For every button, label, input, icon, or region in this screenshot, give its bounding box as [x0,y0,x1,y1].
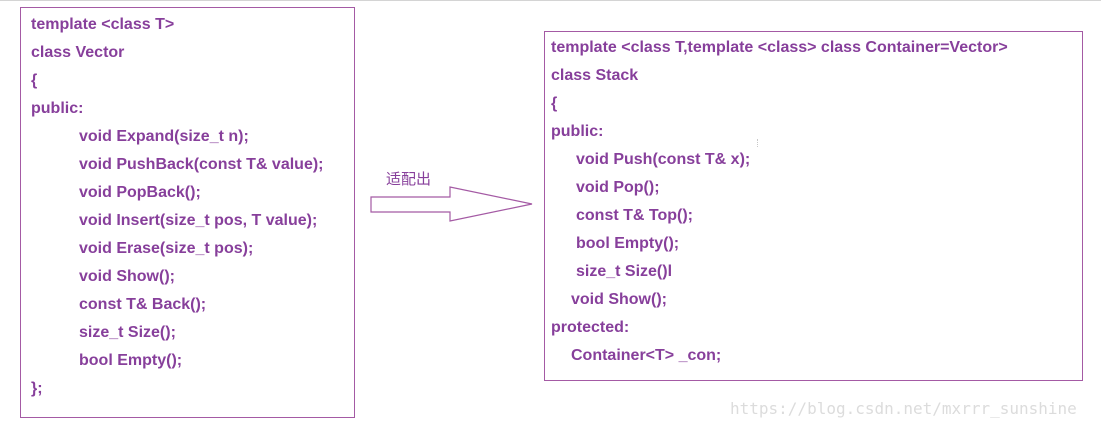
stack-method-top: const T& Top(); [576,207,694,224]
vector-method-empty: bool Empty(); [79,352,183,369]
stack-template-line: template <class T,template <class> class… [551,39,1008,56]
stack-class-box [544,31,1083,381]
vector-method-erase: void Erase(size_t pos); [79,240,254,257]
stack-open-brace: { [551,95,558,112]
stack-method-show: void Show(); [571,291,667,308]
vector-public-label: public: [31,100,84,117]
blog-watermark: https://blog.csdn.net/mxrrr_sunshine [730,399,1077,418]
stack-method-push: void Push(const T& x); [576,151,751,168]
vector-close-brace: }; [31,380,43,397]
adapt-arrow-icon [370,186,533,222]
stack-method-size: size_t Size()l [576,263,673,280]
vector-method-pushback: void PushBack(const T& value); [79,156,324,173]
vector-method-insert: void Insert(size_t pos, T value); [79,212,318,229]
stack-protected-label: protected: [551,319,630,336]
vector-method-popback: void PopBack(); [79,184,201,201]
top-rule [0,0,1101,1]
vector-template-line: template <class T> [31,16,175,33]
vector-method-back: const T& Back(); [79,296,207,313]
stack-method-empty: bool Empty(); [576,235,680,252]
vector-method-show: void Show(); [79,268,175,285]
stray-mark [757,139,759,147]
adapt-arrow-label: 适配出 [386,170,432,188]
stack-class-line: class Stack [551,67,639,84]
vector-method-size: size_t Size(); [79,324,176,341]
stack-method-pop: void Pop(); [576,179,660,196]
vector-class-box [20,7,355,418]
stack-public-label: public: [551,123,604,140]
vector-method-expand: void Expand(size_t n); [79,128,249,145]
vector-open-brace: { [31,72,38,89]
stack-member-con: Container<T> _con; [571,347,722,364]
vector-class-line: class Vector [31,44,125,61]
